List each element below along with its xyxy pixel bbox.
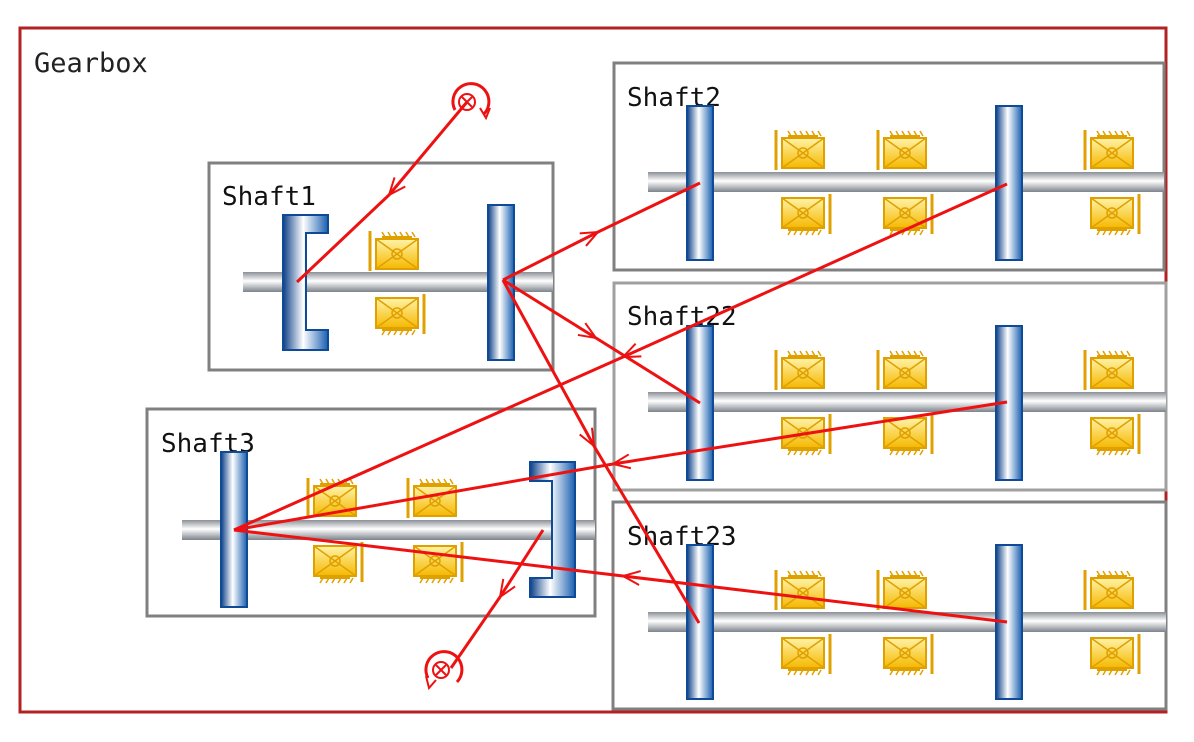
flow-line — [233, 462, 614, 532]
gearbox-label: Gearbox — [34, 48, 148, 79]
flow-line — [623, 182, 1008, 359]
flow-line — [389, 101, 469, 195]
torque-output-icon[interactable] — [424, 650, 464, 691]
shaft23-block[interactable]: Shaft23 — [611, 500, 1168, 711]
flow-line — [295, 193, 391, 284]
shaft2-bearing-icon — [1089, 192, 1141, 237]
shaft23-bearing-icon — [1089, 632, 1141, 677]
shaft1-label: Shaft1 — [222, 182, 316, 212]
flow-line — [502, 278, 596, 338]
flow-line — [500, 529, 545, 597]
shaft2-gear-icon — [995, 105, 1023, 261]
flow-line — [595, 336, 701, 405]
shaft2-block[interactable]: Shaft2 — [612, 61, 1166, 272]
shaft23-bearing-icon — [780, 632, 832, 677]
shaft1-block[interactable]: Shaft1 — [207, 161, 555, 372]
flow-line — [233, 355, 624, 532]
shaft3-bearing-icon — [412, 540, 464, 585]
shaft22-axle — [648, 392, 1166, 412]
flow-line — [592, 445, 701, 624]
flow-line — [501, 279, 596, 446]
flow-line — [623, 576, 1008, 624]
shaft2-axle — [648, 172, 1164, 192]
shaft1-clutch-gear-icon — [282, 214, 329, 351]
shaft3-bearing-icon — [312, 540, 364, 585]
shaft3-block[interactable]: Shaft3 — [145, 407, 597, 618]
flow-line — [613, 400, 1008, 464]
flow-line — [597, 181, 701, 234]
flow-line — [233, 528, 624, 578]
shaft1-bearing-icon — [374, 292, 426, 337]
shaft1-axle — [243, 272, 553, 292]
shaft23-label: Shaft23 — [627, 522, 737, 552]
flow-line — [449, 596, 502, 669]
shaft22-label: Shaft22 — [627, 302, 737, 332]
shaft2-bearing-icon — [780, 192, 832, 237]
flow-line — [502, 230, 598, 282]
shaft23-axle — [648, 612, 1166, 632]
power-flow — [233, 101, 1008, 669]
shaft1-gear-icon — [487, 204, 515, 361]
shaft22-block[interactable]: Shaft22 — [612, 281, 1168, 492]
shaft3-clutch-gear-icon — [529, 461, 576, 598]
shaft22-bearing-icon — [1089, 412, 1141, 457]
shaft23-bearing-icon — [882, 632, 934, 677]
